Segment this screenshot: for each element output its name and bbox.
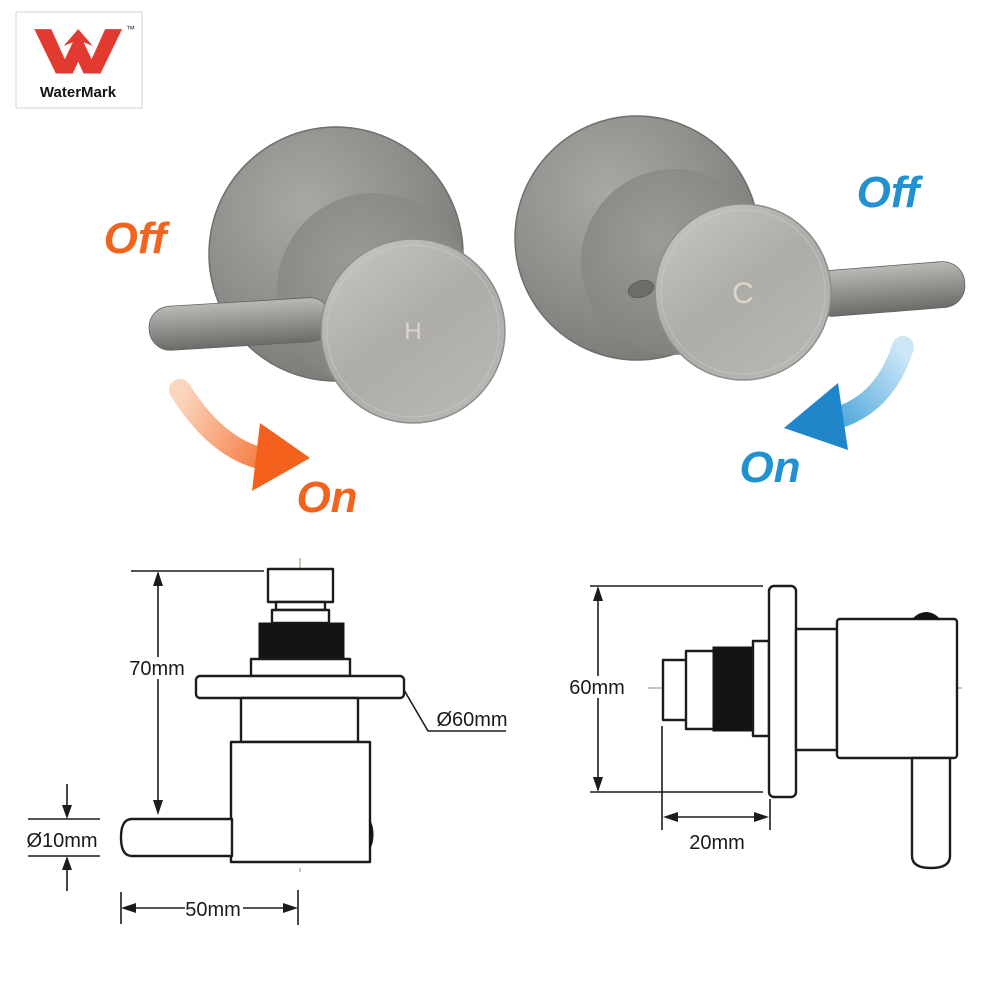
hot-off-label: Off — [104, 214, 171, 263]
cold-on-arrow-icon — [784, 336, 914, 450]
side-view-collar — [751, 639, 771, 738]
cold-tap-screw-hole — [627, 279, 655, 299]
front-view-collar — [249, 657, 352, 678]
dim-60mm-diameter: Ø60mm — [403, 689, 508, 732]
hot-on-label: On — [296, 473, 357, 522]
watermark-label: WaterMark — [40, 84, 117, 101]
front-view-lower-body — [229, 740, 372, 864]
watermark-trademark: ™ — [126, 24, 135, 34]
side-view-drawing: 60mm 20mm — [567, 584, 962, 870]
dim-70mm: 70mm — [126, 570, 264, 815]
side-view-spindle — [661, 649, 716, 731]
cold-off-label: Off — [857, 168, 924, 217]
dim-70mm-label: 70mm — [129, 658, 185, 680]
side-view-lever — [910, 756, 952, 870]
dim-20mm-label: 20mm — [689, 832, 745, 854]
hot-tap-handle-face — [320, 238, 506, 424]
front-view-upper-body — [239, 696, 360, 744]
cold-on-label: On — [739, 443, 800, 492]
front-view-thread — [258, 622, 345, 660]
cold-tap-handle-face — [654, 203, 832, 381]
dim-20mm: 20mm — [661, 726, 771, 854]
dim-10mm-label: Ø10mm — [26, 830, 97, 852]
front-view-lever — [119, 817, 234, 858]
front-view-flange — [194, 674, 406, 700]
hot-tap-face-ring — [326, 244, 500, 418]
front-view-drawing: 70mm Ø60mm Ø10mm 50mm — [26, 558, 508, 925]
cold-tap-face-ring — [660, 209, 826, 375]
side-view-body — [835, 617, 959, 760]
side-view-flange — [767, 584, 798, 799]
cold-tap-lever — [809, 261, 966, 317]
dim-50mm: 50mm — [120, 890, 299, 925]
hot-on-arrow-icon — [169, 379, 310, 491]
watermark-w-icon — [34, 29, 123, 74]
side-view-neck — [794, 627, 839, 752]
cold-marking: C — [732, 277, 754, 310]
dim-60mm: 60mm — [567, 585, 763, 793]
watermark-logo: ™ WaterMark — [15, 11, 143, 109]
dim-60mm-label: 60mm — [569, 677, 625, 699]
dim-10mm: Ø10mm — [26, 784, 100, 891]
cold-tap-photo: C — [514, 115, 966, 381]
dim-60mm-diameter-label: Ø60mm — [436, 709, 507, 731]
front-view-spindle — [266, 567, 335, 625]
dim-50mm-label: 50mm — [185, 899, 241, 921]
hot-marking: H — [404, 318, 421, 345]
side-view-thread — [712, 646, 754, 732]
side-view-screw-top — [912, 612, 940, 619]
front-view-set-screw — [369, 819, 374, 850]
hot-tap-photo: H — [148, 126, 506, 424]
